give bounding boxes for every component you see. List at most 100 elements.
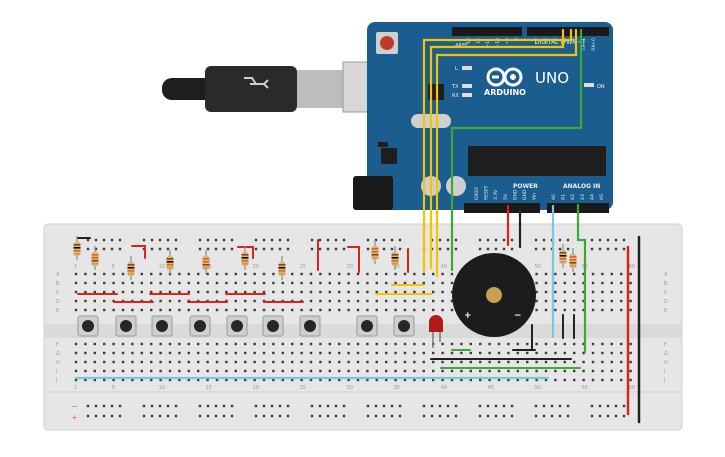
breadboard-hole[interactable] [535,290,538,294]
breadboard-hole[interactable] [159,281,162,285]
breadboard-hole[interactable] [215,378,219,382]
breadboard-hole[interactable] [178,360,181,364]
breadboard-hole[interactable] [413,272,416,276]
rail-hole[interactable] [326,414,330,418]
breadboard-hole[interactable] [629,351,632,355]
pushbutton[interactable] [115,315,137,337]
rail-hole[interactable] [446,404,450,408]
breadboard-hole[interactable] [582,290,585,294]
breadboard-hole[interactable] [74,308,78,312]
breadboard-hole[interactable] [131,360,134,364]
breadboard-hole[interactable] [253,378,256,382]
breadboard-hole[interactable] [422,308,425,312]
breadboard-hole[interactable] [403,290,407,294]
resistor[interactable] [278,256,286,280]
rail-hole[interactable] [254,247,258,251]
rail-hole[interactable] [286,404,290,408]
breadboard-hole[interactable] [291,281,294,285]
breadboard-hole[interactable] [300,308,303,312]
rail-hole[interactable] [502,238,506,242]
breadboard-hole[interactable] [140,378,143,382]
breadboard-hole[interactable] [441,290,444,294]
breadboard-hole[interactable] [629,299,632,303]
breadboard-hole[interactable] [526,342,529,346]
breadboard-hole[interactable] [450,308,454,312]
breadboard-hole[interactable] [563,342,566,346]
breadboard-hole[interactable] [338,308,341,312]
pushbutton[interactable] [77,315,99,337]
breadboard-hole[interactable] [178,290,181,294]
pushbutton[interactable] [262,315,284,337]
breadboard-hole[interactable] [366,351,369,355]
breadboard-hole[interactable] [544,272,548,276]
breadboard-hole[interactable] [516,351,519,355]
breadboard-hole[interactable] [394,290,397,294]
breadboard-hole[interactable] [591,351,595,355]
rail-hole[interactable] [486,238,490,242]
rail-hole[interactable] [310,247,314,251]
rail-hole[interactable] [214,404,218,408]
breadboard-hole[interactable] [450,272,454,276]
breadboard-hole[interactable] [103,369,106,373]
breadboard-hole[interactable] [121,342,125,346]
breadboard-hole[interactable] [385,272,388,276]
breadboard-hole[interactable] [338,272,341,276]
breadboard-hole[interactable] [422,378,425,382]
breadboard-hole[interactable] [450,299,454,303]
rail-hole[interactable] [214,247,218,251]
breadboard-hole[interactable] [328,369,331,373]
breadboard-hole[interactable] [432,299,435,303]
breadboard-hole[interactable] [356,281,360,285]
breadboard-hole[interactable] [422,360,425,364]
breadboard-hole[interactable] [319,299,322,303]
breadboard-hole[interactable] [262,360,266,364]
breadboard-hole[interactable] [93,369,96,373]
rail-hole[interactable] [94,414,98,418]
breadboard-hole[interactable] [413,360,416,364]
breadboard-hole[interactable] [168,290,172,294]
breadboard-hole[interactable] [582,351,585,355]
breadboard-hole[interactable] [131,351,134,355]
breadboard-hole[interactable] [422,272,425,276]
breadboard-hole[interactable] [187,351,190,355]
breadboard-hole[interactable] [206,378,209,382]
breadboard-hole[interactable] [309,281,313,285]
rail-hole[interactable] [614,404,618,408]
rail-hole[interactable] [382,247,386,251]
rail-hole[interactable] [622,404,626,408]
breadboard-hole[interactable] [328,281,331,285]
breadboard-hole[interactable] [591,378,595,382]
pushbutton[interactable] [151,315,173,337]
pushbutton[interactable] [226,315,248,337]
breadboard-hole[interactable] [601,378,604,382]
breadboard-hole[interactable] [610,299,613,303]
rail-hole[interactable] [254,404,258,408]
breadboard-hole[interactable] [74,360,78,364]
breadboard-hole[interactable] [432,308,435,312]
breadboard-hole[interactable] [535,378,538,382]
breadboard-hole[interactable] [610,290,613,294]
breadboard-hole[interactable] [488,378,491,382]
breadboard-hole[interactable] [460,378,463,382]
breadboard-hole[interactable] [187,378,190,382]
rail-hole[interactable] [542,238,546,242]
rail-hole[interactable] [510,404,514,408]
breadboard-hole[interactable] [300,369,303,373]
rail-hole[interactable] [342,404,346,408]
rail-hole[interactable] [398,247,402,251]
breadboard-hole[interactable] [197,272,200,276]
breadboard-hole[interactable] [629,360,632,364]
rail-hole[interactable] [254,238,258,242]
breadboard-hole[interactable] [272,342,275,346]
rail-hole[interactable] [606,414,610,418]
breadboard-hole[interactable] [507,369,510,373]
breadboard-hole[interactable] [234,360,237,364]
breadboard-hole[interactable] [629,369,632,373]
breadboard-hole[interactable] [450,342,454,346]
rail-hole[interactable] [118,414,122,418]
breadboard-hole[interactable] [601,299,604,303]
breadboard-hole[interactable] [74,369,78,373]
rail-hole[interactable] [102,404,106,408]
resistor[interactable] [91,246,99,270]
breadboard-hole[interactable] [601,351,604,355]
